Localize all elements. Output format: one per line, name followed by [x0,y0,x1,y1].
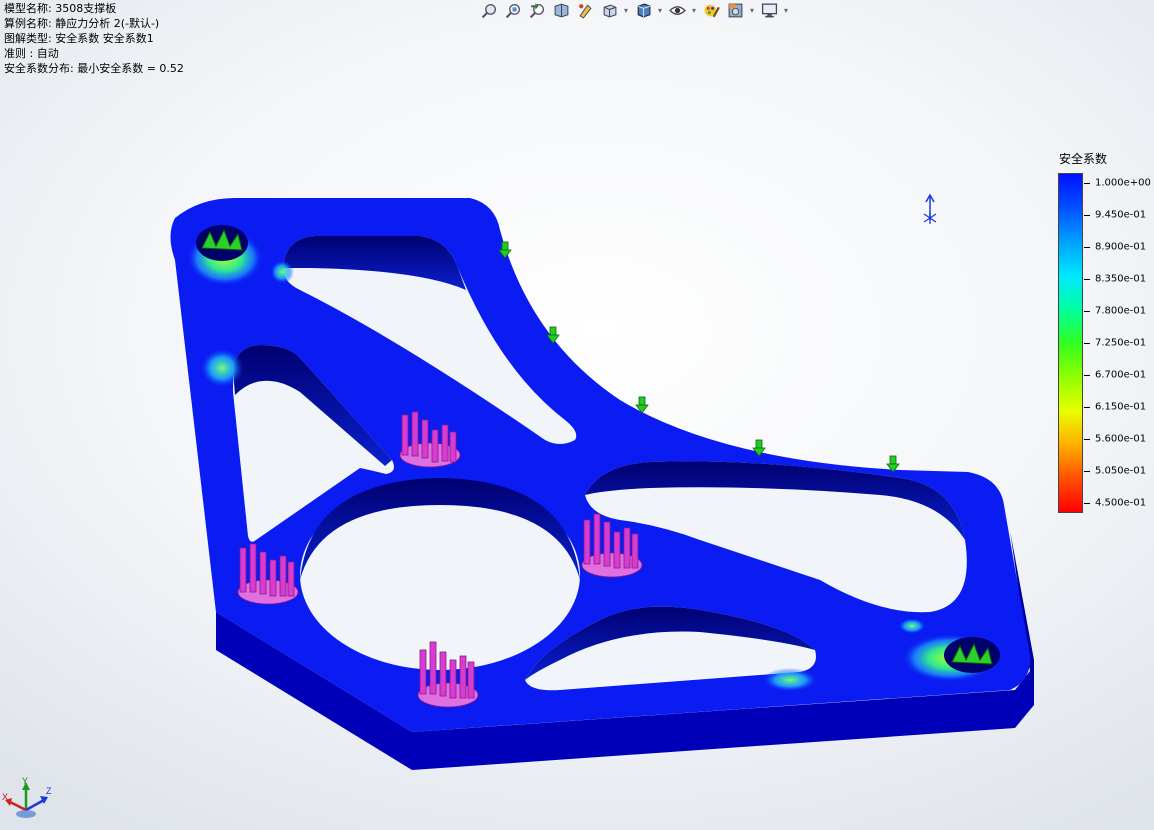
model-name-text: 模型名称: 3508支撑板 [4,2,117,15]
zoom-area-icon [505,3,520,18]
heads-up-view-toolbar: ▾ ▾ ▾ ▾ ▾ [478,0,790,20]
edit-appearance-button[interactable] [700,0,722,20]
view-orientation-icon [603,4,616,17]
display-style-icon [637,3,650,17]
gravity-direction-icon [923,193,937,224]
zoom-to-fit-icon [481,3,496,18]
legend-tick [1084,471,1090,472]
legend-tick [1084,215,1090,216]
legend-value-label: 8.900e-01 [1095,241,1147,253]
safety-factor-legend[interactable]: 安全系数 1.000e+00 9.450e-01 8.900e-01 8.350e-0… [1058,150,1154,530]
legend-tick [1084,247,1090,248]
dynamic-annotation-icon [578,3,592,19]
legend-color-bar [1058,173,1083,513]
view-settings-dropdown-arrow[interactable]: ▾ [783,5,788,15]
legend-tick [1084,503,1090,504]
legend-value-label: 8.350e-01 [1095,273,1147,285]
study-name-text: 算例名称: 静应力分析 2(-默认-) [4,17,160,30]
plot-type-text: 图解类型: 安全系数 安全系数1 [4,32,154,45]
zoom-area-button[interactable] [502,0,524,20]
view-orientation-button[interactable] [598,0,620,20]
previous-view-button[interactable] [526,0,548,20]
legend-value-label: 6.700e-01 [1095,369,1147,381]
legend-tick [1084,343,1090,344]
apply-scene-icon [728,3,742,17]
study-info-panel: 模型名称: 3508支撑板 算例名称: 静应力分析 2(-默认-) 图解类型: … [4,1,184,76]
legend-value-label: 9.450e-01 [1095,209,1147,221]
section-view-button[interactable] [550,0,572,20]
plate-cutouts [233,236,967,691]
apply-scene-dropdown-arrow[interactable]: ▾ [749,5,754,15]
legend-value-label: 7.800e-01 [1095,305,1147,317]
zoom-to-fit-button[interactable] [478,0,500,20]
section-view-icon [554,3,568,17]
hide-show-dropdown-arrow[interactable]: ▾ [691,5,696,15]
view-settings-icon [761,2,777,17]
previous-view-icon [529,2,544,18]
legend-tick [1084,407,1090,408]
view-orientation-dropdown-arrow[interactable]: ▾ [623,5,628,15]
fixture-markers [237,411,643,708]
apply-scene-button[interactable] [724,0,746,20]
hide-show-items-button[interactable] [666,0,688,20]
plate-side-face [216,612,1034,770]
legend-tick [1084,311,1090,312]
bolt-hole-top-left [196,225,248,261]
legend-value-label: 6.150e-01 [1095,401,1147,413]
view-settings-button[interactable] [758,0,780,20]
legend-value-label: 5.050e-01 [1095,465,1147,477]
legend-value-label: 7.250e-01 [1095,337,1147,349]
legend-value-label: 5.600e-01 [1095,433,1147,445]
distribution-text: 安全系数分布: 最小安全系数 = 0.52 [4,62,184,75]
triad-z-label: Z [46,786,52,796]
criterion-text: 准则 : 自动 [4,47,59,60]
load-arrows [498,241,900,473]
bolt-hole-bottom-right [944,637,1000,673]
legend-value-label: 4.500e-01 [1095,497,1147,509]
display-style-button[interactable] [632,0,654,20]
hide-show-items-icon [668,5,686,15]
legend-value-label: 1.000e+00 [1095,177,1151,189]
legend-tick [1084,279,1090,280]
legend-tick [1084,375,1090,376]
legend-tick [1084,183,1090,184]
legend-tick [1084,439,1090,440]
legend-title: 安全系数 [1059,152,1108,166]
dynamic-annotation-button[interactable] [574,0,596,20]
display-style-dropdown-arrow[interactable]: ▾ [657,5,662,15]
edit-appearance-icon [704,4,720,17]
triad-x-label: X [2,792,8,802]
triad-y-label: Y [22,776,28,786]
reference-triad[interactable]: Y X Z [2,776,62,828]
